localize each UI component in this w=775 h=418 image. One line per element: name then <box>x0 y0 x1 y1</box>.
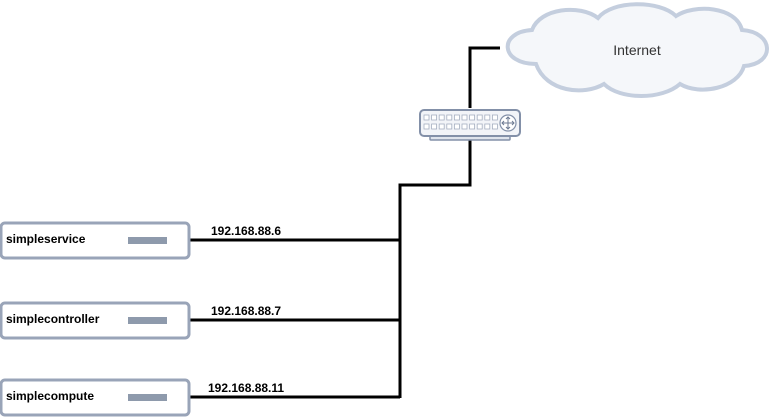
switch-port <box>469 123 476 130</box>
switch-port <box>431 114 438 121</box>
server-box <box>0 378 191 417</box>
ip-address: 192.168.88.11 <box>208 381 284 395</box>
server-simpleservice: simpleservice 192.168.88.6 <box>0 221 281 260</box>
switch-port <box>461 114 468 121</box>
drive-slot-icon <box>128 317 167 324</box>
switch-port <box>423 123 430 130</box>
network-switch-icon <box>419 109 521 141</box>
drive-slot-icon <box>128 237 167 244</box>
switch-port <box>453 123 460 130</box>
server-box <box>0 301 191 340</box>
switch-port <box>446 123 453 130</box>
switch-port <box>438 123 445 130</box>
switch-port <box>453 114 460 121</box>
server-simplecompute: simplecompute 192.168.88.11 <box>0 378 284 417</box>
switch-port <box>469 114 476 121</box>
server-simplecontroller: simplecontroller 192.168.88.7 <box>0 301 281 340</box>
switch-port <box>476 123 483 130</box>
drive-slot-icon <box>128 394 167 401</box>
switch-port <box>491 114 498 121</box>
link-switch-to-internet <box>468 46 500 108</box>
connections <box>190 46 500 399</box>
cloud-label: Internet <box>613 42 661 58</box>
server-box <box>0 221 191 260</box>
network-switch <box>419 109 521 141</box>
switch-port <box>423 114 430 121</box>
switch-port <box>484 114 491 121</box>
server-name: simplecompute <box>6 389 94 403</box>
switch-port <box>484 123 491 130</box>
switch-port <box>491 123 498 130</box>
switch-port <box>438 114 445 121</box>
internet-cloud: Internet <box>505 2 769 98</box>
link-switch-to-bus <box>398 140 472 398</box>
ip-address: 192.168.88.6 <box>211 224 281 238</box>
switch-port <box>431 123 438 130</box>
switch-port <box>461 123 468 130</box>
server-name: simplecontroller <box>6 312 100 326</box>
ip-address: 192.168.88.7 <box>211 304 281 318</box>
switch-port <box>476 114 483 121</box>
cloud-icon <box>505 2 769 98</box>
server-name: simpleservice <box>6 232 86 246</box>
switch-port <box>446 114 453 121</box>
